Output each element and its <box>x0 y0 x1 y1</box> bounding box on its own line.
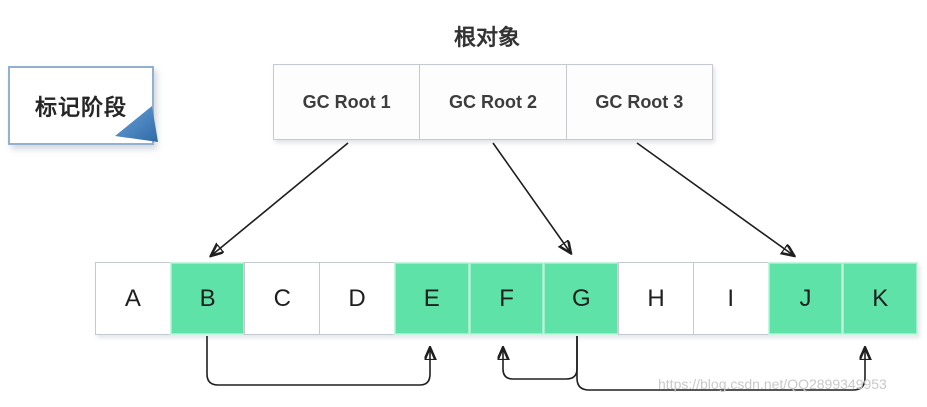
roots-title: 根对象 <box>453 25 520 50</box>
heap-cell-d: D <box>319 262 395 335</box>
heap-cell-g: G <box>543 262 620 335</box>
heap-cell-b: B <box>169 262 246 335</box>
edge-root3-to-j <box>636 142 793 255</box>
edge-root1-to-b <box>212 142 349 255</box>
gc-root-cell-3: GC Root 3 <box>565 64 713 140</box>
heap-cell-k: K <box>842 262 919 335</box>
edge-g-to-f <box>503 336 578 380</box>
mark-phase-callout: 标记阶段 <box>8 66 154 145</box>
heap-cell-f: F <box>468 262 545 335</box>
heap-cell-c: C <box>244 262 321 335</box>
edge-root2-to-g <box>492 142 570 252</box>
gc-root-cell-2: GC Root 2 <box>419 64 567 140</box>
watermark: https://blog.csdn.net/QQ2899349953 <box>658 376 887 392</box>
heap-cell-i: I <box>692 262 769 335</box>
heap-cell-j: J <box>767 262 844 335</box>
heap-cell-a: A <box>95 262 171 335</box>
heap-cell-h: H <box>618 262 694 335</box>
mark-phase-label: 标记阶段 <box>34 94 127 120</box>
edge-b-to-e <box>206 336 430 386</box>
gc-root-cell-1: GC Root 1 <box>273 64 421 140</box>
heap-cell-e: E <box>393 262 470 335</box>
